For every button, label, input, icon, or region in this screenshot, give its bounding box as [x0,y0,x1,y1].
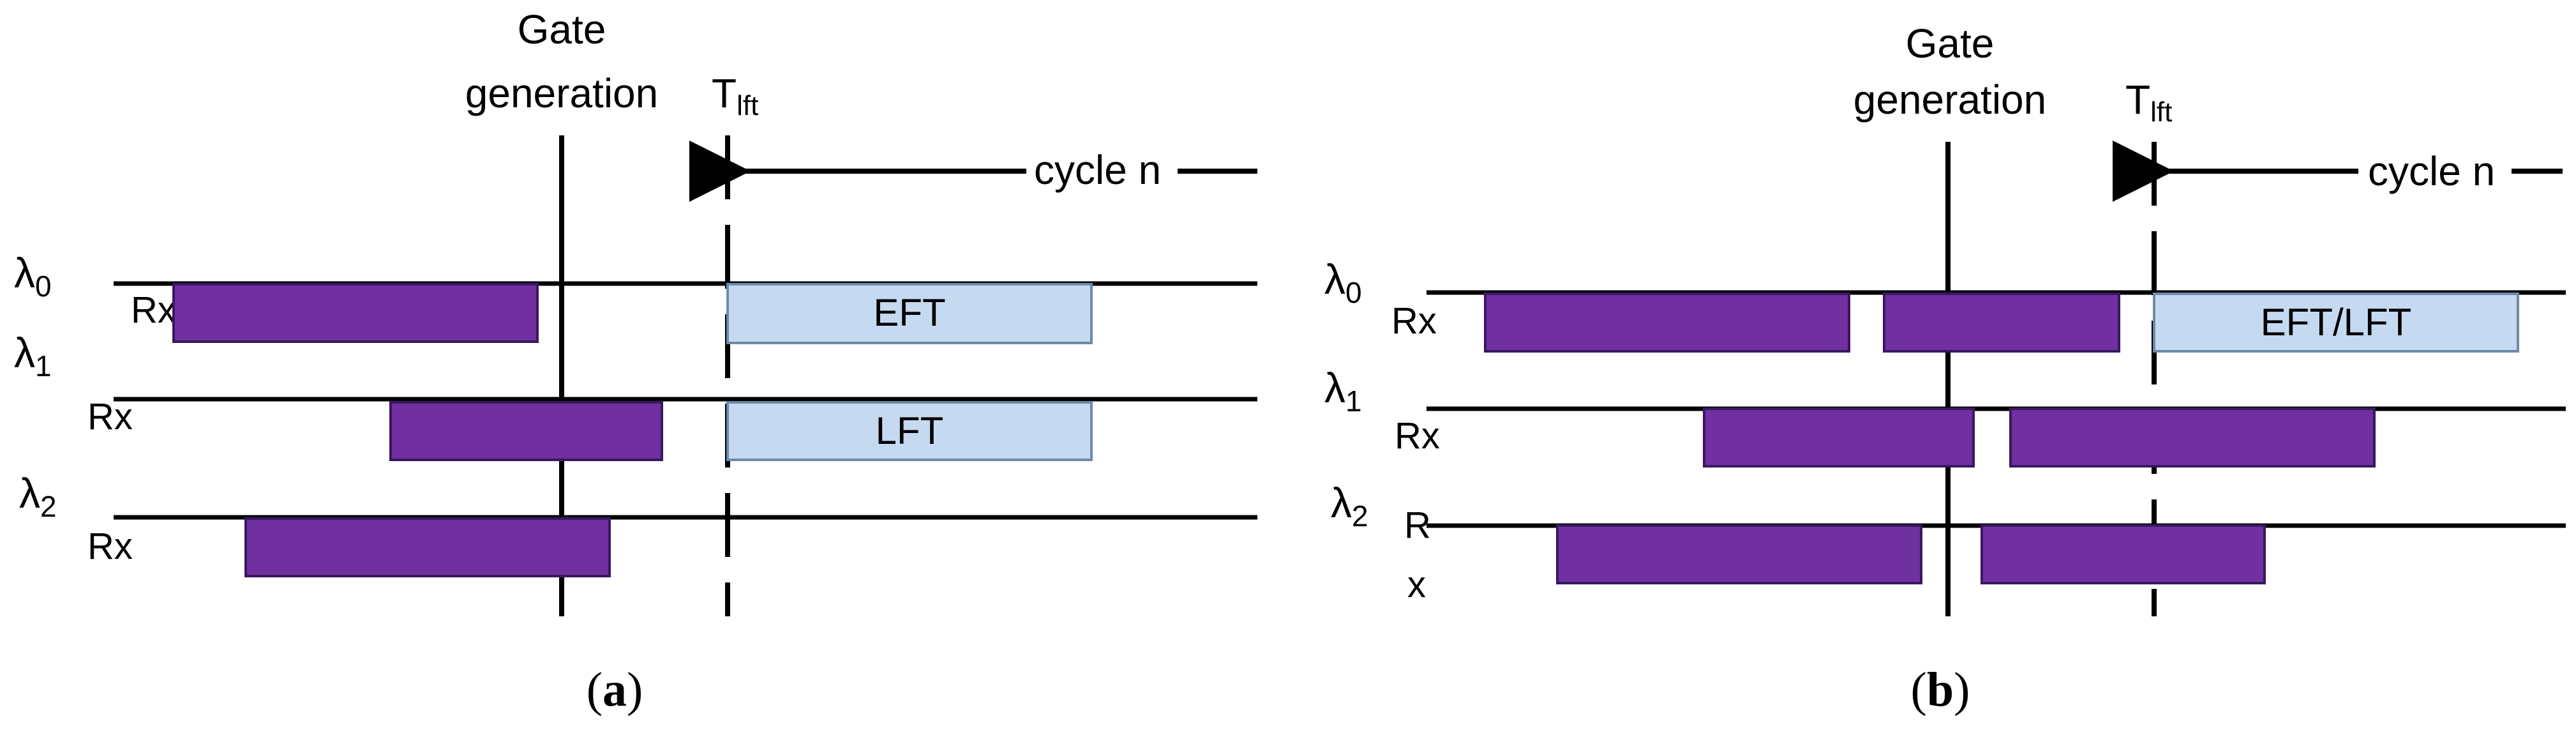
rx-1-label-b: Rx [1395,415,1440,457]
gate-label-line2-b: generation [1853,77,2046,123]
t-lft-label: Tlft [712,70,758,121]
rx-block-a1 [389,401,663,461]
lambda-0-label-b: λ0 [1324,255,1362,309]
cycle-n-label-b: cycle n [2368,148,2495,194]
t-lft-main: T [712,70,737,116]
rx-2-label-bottom-b: x [1407,564,1426,605]
eft-label: EFT [873,291,945,334]
rx-block-a0 [172,283,539,343]
rx-block-b0-b [1883,293,2120,353]
lambda-0-label: λ0 [14,249,52,303]
rx-block-b1-b [2009,407,2376,468]
lambda-1-label-b: λ1 [1324,364,1362,418]
caption-b: (b) [1911,663,1970,717]
rx-2-label-top-b: R [1404,505,1431,546]
rx-block-a2 [244,517,611,577]
panel-b: Gate generation Tlft cycle n λ0 λ1 λ2 Rx… [1324,20,2566,717]
cycle-n-label: cycle n [1034,147,1161,193]
rx-0-label-b: Rx [1391,300,1437,342]
rx-block-b0-a [1484,293,1850,353]
rx-2-label: Rx [87,526,133,567]
lambda-1-label: λ1 [14,329,52,383]
rx-1-label: Rx [87,396,133,437]
t-lft-label-b: Tlft [2125,77,2172,128]
lft-block [726,401,1093,461]
gate-label-line1: Gate [518,6,606,52]
eft-lft-block [2153,293,2519,353]
gate-label-line1-b: Gate [1906,20,1995,66]
rx-block-b2-a [1556,524,1922,584]
caption-a: (a) [587,663,643,717]
t-lft-sub: lft [737,90,758,121]
eft-lft-label: EFT/LFT [2261,301,2412,344]
eft-block [726,283,1093,344]
panel-a: Gate generation Tlft cycle n λ0 λ1 λ2 Rx… [14,6,1257,717]
lambda-2-label-b: λ2 [1331,479,1368,533]
rx-block-b2-b [1981,524,2266,584]
lambda-2-label: λ2 [19,469,57,523]
rx-block-b1-a [1703,407,1975,468]
gate-label-line2: generation [465,70,658,116]
rx-0-label: Rx [131,289,176,331]
lft-label: LFT [876,409,944,452]
